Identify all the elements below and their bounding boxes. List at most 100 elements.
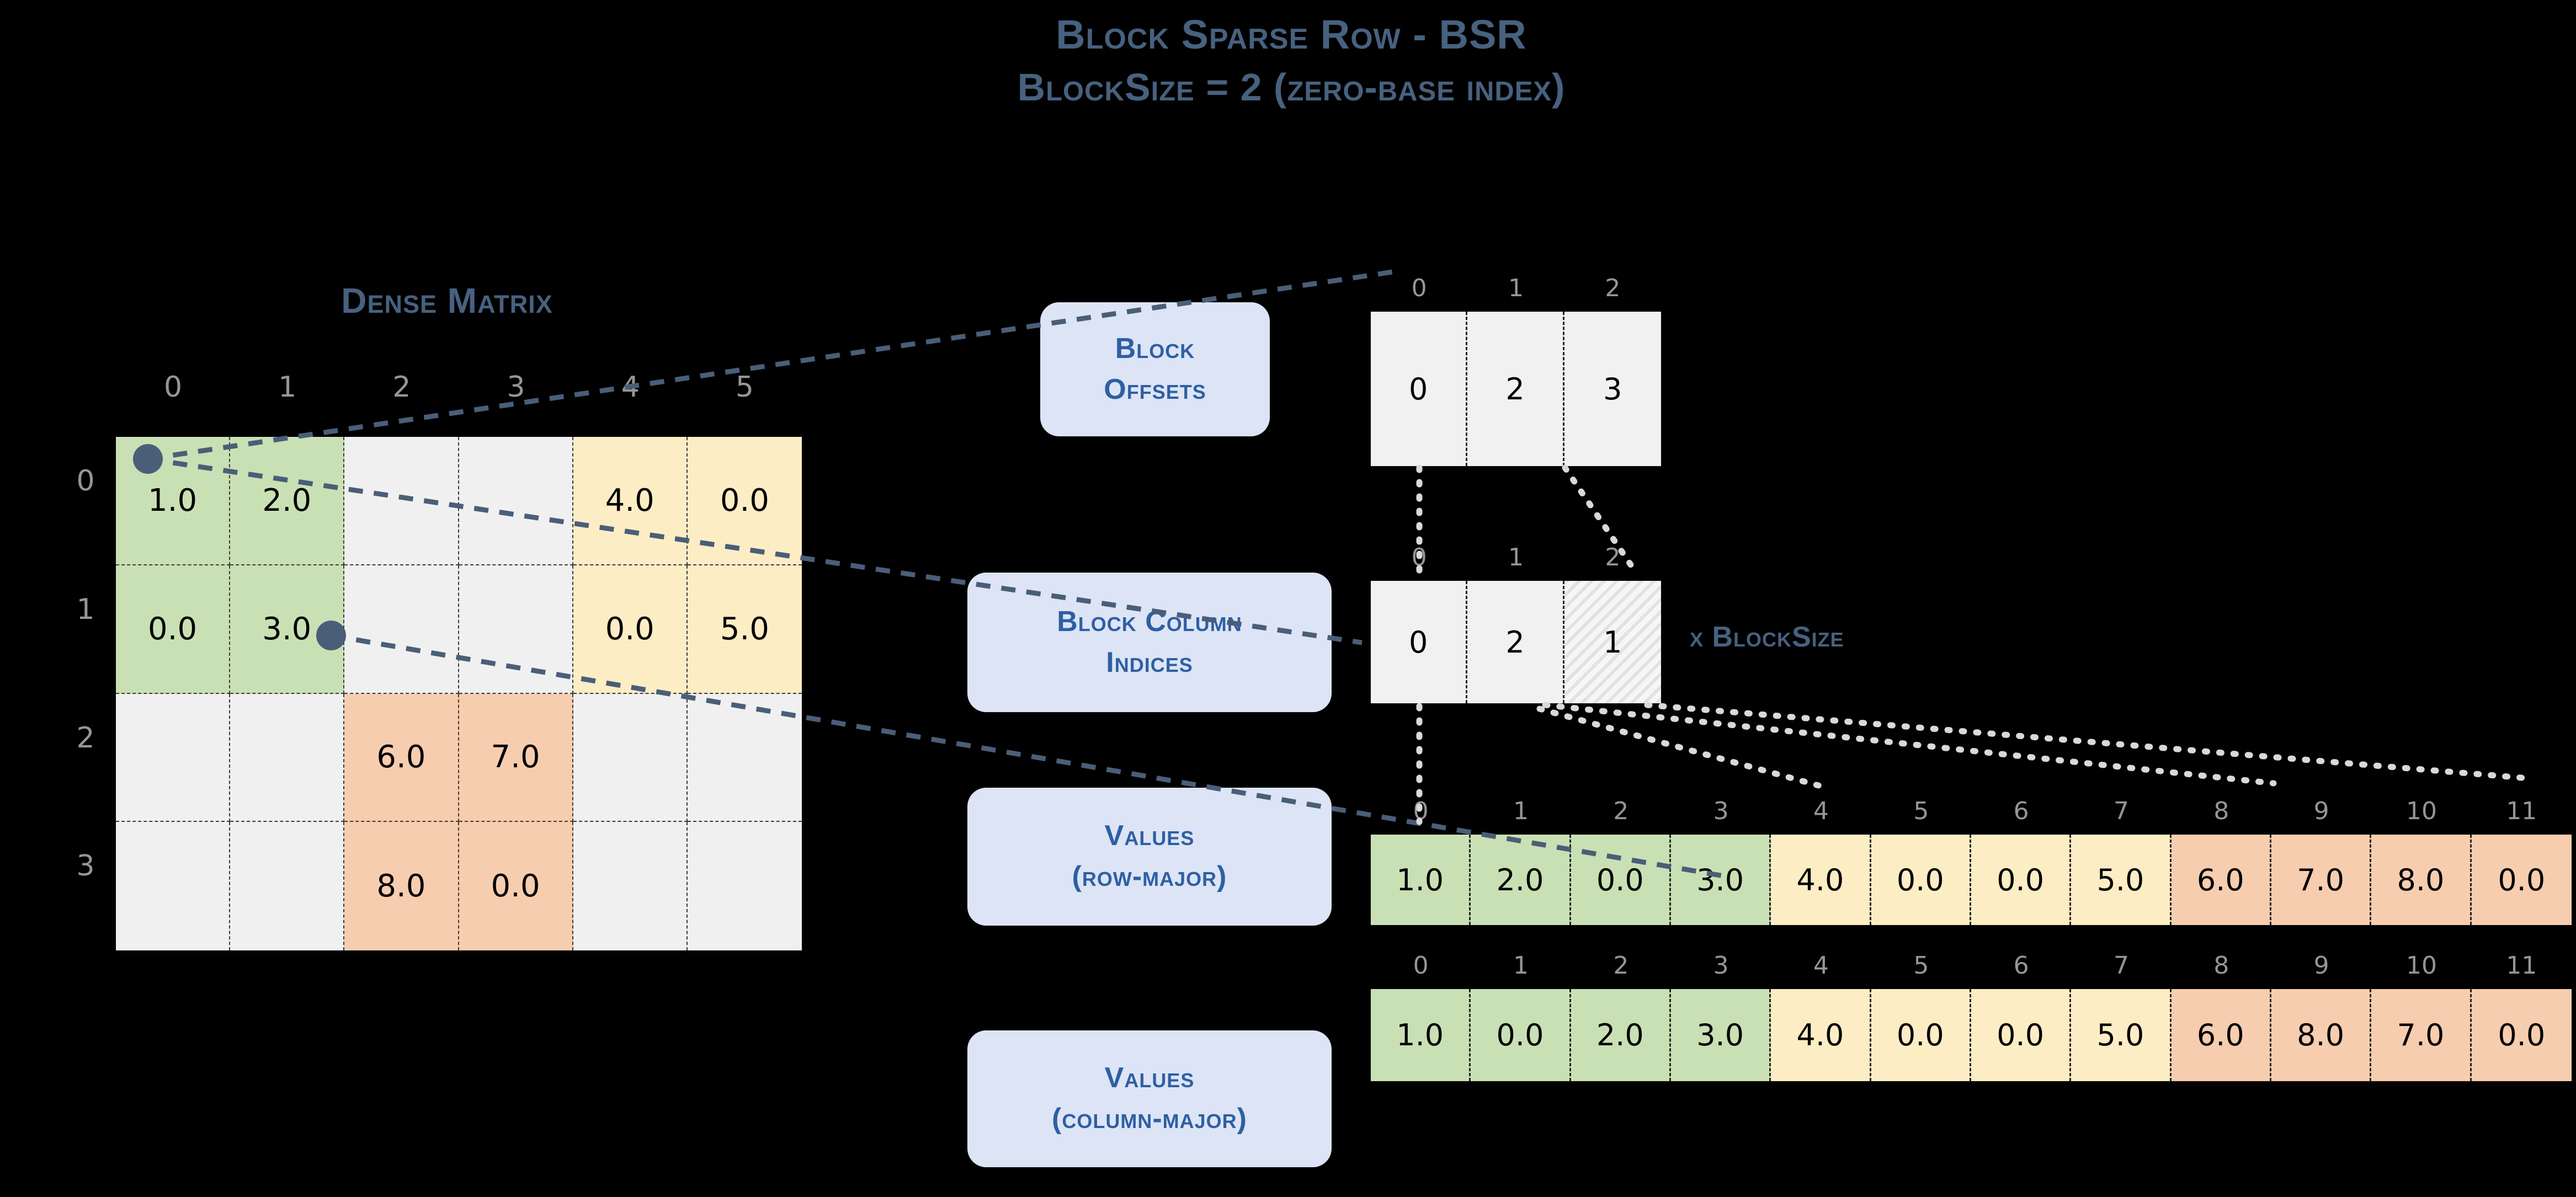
values-column-major-label-line1: Values bbox=[1104, 1062, 1195, 1094]
values-row-major-cell-10: 8.0 bbox=[2371, 835, 2472, 925]
block-column-indices-cell-0: 0 bbox=[1371, 581, 1468, 703]
values-column-major-index-8: 8 bbox=[2213, 952, 2229, 980]
block-column-indices-index-2: 2 bbox=[1605, 543, 1621, 571]
connector-bci2-to-values8 bbox=[1542, 702, 2277, 787]
dense-matrix-cell-r1-c3 bbox=[459, 565, 573, 694]
block-column-indices-label-line1: Block Column bbox=[1057, 605, 1242, 638]
dense-matrix-cell-r2-c4 bbox=[573, 693, 688, 822]
block-column-indices-index-0: 0 bbox=[1411, 543, 1427, 571]
dense-matrix-cell-r3-c2: 8.0 bbox=[344, 822, 459, 950]
dense-matrix-row-header-1: 1 bbox=[76, 592, 95, 626]
dense-matrix-cell-r3-c4 bbox=[573, 822, 688, 950]
values-row-major-cell-2: 0.0 bbox=[1571, 835, 1671, 925]
values-column-major-cell-3: 3.0 bbox=[1670, 989, 1771, 1081]
values-row-major-cell-6: 0.0 bbox=[1971, 835, 2072, 925]
values-column-major-cell-7: 5.0 bbox=[2071, 989, 2171, 1081]
dense-matrix-cell-r1-c0: 0.0 bbox=[116, 565, 231, 694]
values-column-major-cell-1: 0.0 bbox=[1471, 989, 1571, 1081]
dense-matrix-row-header-0: 0 bbox=[76, 464, 95, 498]
values-row-major-index-11: 11 bbox=[2506, 797, 2537, 825]
values-row-major-index-6: 6 bbox=[2013, 797, 2029, 825]
dense-matrix-cell-r1-c2 bbox=[344, 565, 459, 694]
block-offsets-index-1: 1 bbox=[1508, 274, 1524, 302]
values-row-major-index-5: 5 bbox=[1913, 797, 1929, 825]
values-row-major-label-line1: Values bbox=[1104, 820, 1195, 852]
values-column-major-cell-2: 2.0 bbox=[1571, 989, 1671, 1081]
block-column-indices-cell-2: 1 bbox=[1564, 581, 1661, 703]
values-row-major-cell-9: 7.0 bbox=[2271, 835, 2372, 925]
values-column-major-label-line2: (column-major) bbox=[1052, 1103, 1247, 1135]
dense-matrix-col-header-1: 1 bbox=[278, 371, 297, 404]
values-column-major-cell-8: 6.0 bbox=[2171, 989, 2271, 1081]
dense-matrix-cell-r0-c2 bbox=[344, 437, 459, 565]
values-row-major-label: Values (row-major) bbox=[967, 788, 1332, 926]
page-subtitle: BlockSize = 2 (zero-base index) bbox=[1017, 66, 1566, 109]
values-column-major-cell-10: 7.0 bbox=[2371, 989, 2472, 1081]
values-row-major-cell-8: 6.0 bbox=[2171, 835, 2271, 925]
block-column-indices-index-1: 1 bbox=[1508, 543, 1524, 571]
dense-matrix-col-header-4: 4 bbox=[621, 371, 640, 404]
values-row-major-index-10: 10 bbox=[2405, 797, 2437, 825]
dense-matrix-cell-r1-c4: 0.0 bbox=[573, 565, 688, 694]
dense-matrix-cell-r2-c5 bbox=[687, 693, 802, 822]
dense-matrix-row-header-3: 3 bbox=[76, 849, 95, 883]
dense-matrix-cell-r3-c3: 0.0 bbox=[459, 822, 573, 950]
dense-matrix-heading: Dense Matrix bbox=[341, 281, 553, 320]
block-column-indices-label-line2: Indices bbox=[1106, 646, 1193, 678]
values-column-major-cell-11: 0.0 bbox=[2471, 989, 2572, 1081]
values-row-major-cell-11: 0.0 bbox=[2471, 835, 2572, 925]
values-row-major-cell-5: 0.0 bbox=[1871, 835, 1971, 925]
values-row-major-cell-7: 5.0 bbox=[2071, 835, 2171, 925]
values-row-major-index-4: 4 bbox=[1813, 797, 1829, 825]
block-column-indices-label: Block Column Indices bbox=[967, 573, 1332, 712]
values-row-major-cell-0: 1.0 bbox=[1371, 835, 1471, 925]
values-column-major-index-11: 11 bbox=[2506, 952, 2537, 980]
dense-matrix-cell-r0-c5: 0.0 bbox=[687, 437, 802, 565]
values-row-major-label-line2: (row-major) bbox=[1072, 861, 1227, 893]
dense-matrix-cell-r1-c1: 3.0 bbox=[230, 565, 345, 694]
values-column-major-index-4: 4 bbox=[1813, 952, 1829, 980]
values-column-major-cell-4: 4.0 bbox=[1771, 989, 1871, 1081]
page-title: Block Sparse Row - BSR bbox=[1056, 12, 1527, 57]
values-column-major-cell-9: 8.0 bbox=[2271, 989, 2372, 1081]
block-offsets-label: Block Offsets bbox=[1040, 302, 1270, 436]
values-row-major-cell-1: 2.0 bbox=[1471, 835, 1571, 925]
values-row-major-index-0: 0 bbox=[1413, 797, 1429, 825]
dense-matrix-cell-r0-c1: 2.0 bbox=[230, 437, 345, 565]
values-row-major-index-2: 2 bbox=[1613, 797, 1629, 825]
block-offsets-cell-1: 2 bbox=[1467, 312, 1564, 466]
values-column-major-index-2: 2 bbox=[1613, 952, 1629, 980]
dense-matrix-cell-r0-c0: 1.0 bbox=[116, 437, 231, 565]
values-row-major-cell-4: 4.0 bbox=[1771, 835, 1871, 925]
dense-matrix-cell-r3-c1 bbox=[230, 822, 345, 950]
values-column-major-index-9: 9 bbox=[2313, 952, 2329, 980]
values-row-major-index-9: 9 bbox=[2313, 797, 2329, 825]
dense-matrix-col-header-5: 5 bbox=[735, 371, 754, 404]
values-row-major-index-1: 1 bbox=[1513, 797, 1529, 825]
values-column-major-label: Values (column-major) bbox=[967, 1030, 1332, 1167]
dense-matrix-cell-r1-c5: 5.0 bbox=[687, 565, 802, 694]
block-offsets-cell-2: 3 bbox=[1564, 312, 1661, 466]
dense-matrix-cell-r2-c1 bbox=[230, 693, 345, 822]
values-column-major-index-6: 6 bbox=[2013, 952, 2029, 980]
dense-matrix-cell-r2-c3: 7.0 bbox=[459, 693, 573, 822]
dense-matrix-col-header-2: 2 bbox=[392, 371, 411, 404]
values-column-major-cell-5: 0.0 bbox=[1871, 989, 1971, 1081]
dense-matrix-col-header-3: 3 bbox=[507, 371, 525, 404]
dense-matrix-col-header-0: 0 bbox=[164, 371, 183, 404]
connector-bci1-to-values4 bbox=[1536, 706, 1830, 791]
values-column-major-cell-6: 0.0 bbox=[1971, 989, 2072, 1081]
blocksize-multiplier-note: x BlockSize bbox=[1690, 621, 1844, 653]
dense-matrix-cell-r0-c3 bbox=[459, 437, 573, 565]
values-column-major-index-0: 0 bbox=[1413, 952, 1429, 980]
dense-matrix-cell-r2-c0 bbox=[116, 693, 231, 822]
block-column-indices-cell-1: 2 bbox=[1467, 581, 1564, 703]
block-offsets-cell-0: 0 bbox=[1371, 312, 1468, 466]
block-offsets-index-0: 0 bbox=[1411, 274, 1427, 302]
